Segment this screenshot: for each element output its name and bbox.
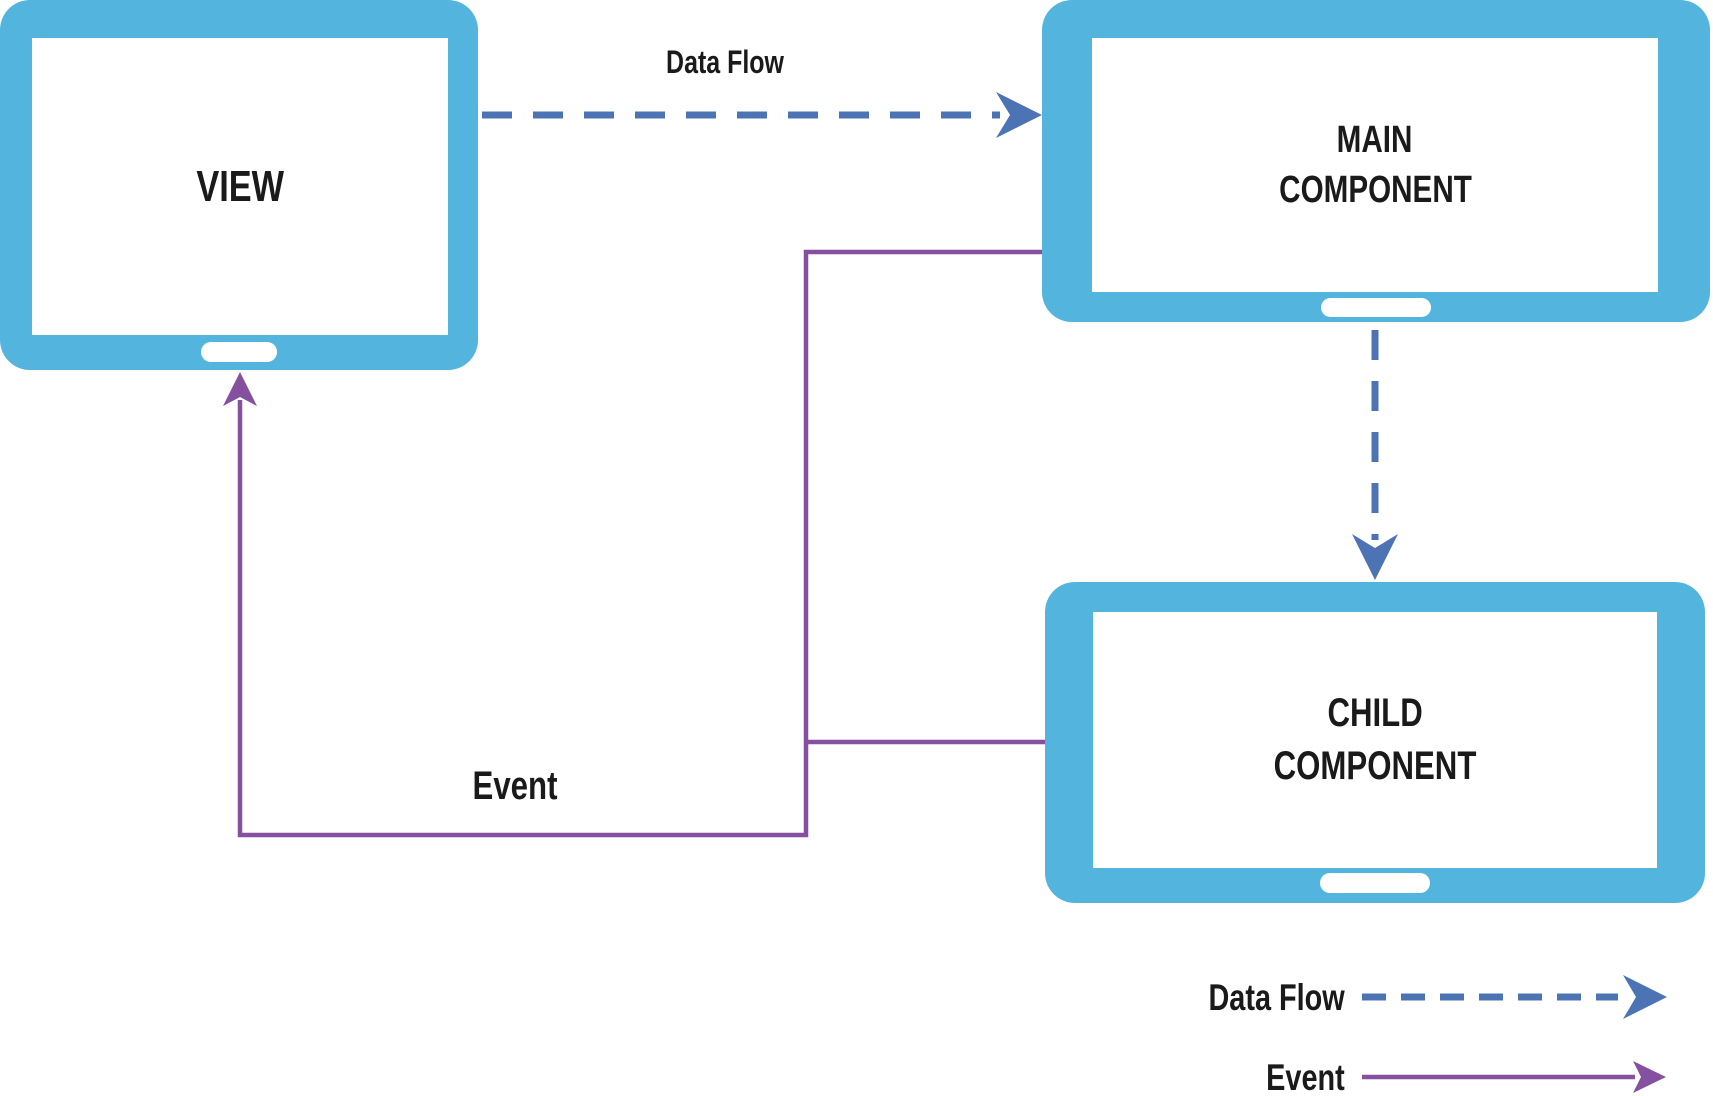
legend-data-flow-label-text: Data Flow bbox=[1208, 977, 1345, 1018]
child-component-label: CHILD COMPONENT bbox=[1245, 687, 1505, 793]
data-flow-view-to-main-arrowhead-icon bbox=[996, 92, 1042, 138]
event-edge-label-text: Event bbox=[472, 764, 558, 808]
view-tablet: VIEW bbox=[0, 0, 478, 370]
legend-event-label: Event bbox=[1244, 1057, 1345, 1096]
main-component-tablet: MAIN COMPONENT bbox=[1042, 0, 1710, 322]
main-component-label: MAIN COMPONENT bbox=[1252, 115, 1499, 215]
event-path-line bbox=[237, 249, 1042, 838]
child-component-tablet: CHILD COMPONENT bbox=[1045, 582, 1705, 903]
event-arrowhead-icon bbox=[223, 372, 257, 406]
main-component-label-line1: MAIN bbox=[1337, 119, 1413, 161]
data-flow-edge-label: Data Flow bbox=[649, 44, 800, 81]
child-component-label-line2: COMPONENT bbox=[1273, 744, 1477, 788]
view-label: VIEW bbox=[184, 162, 296, 212]
view-screen: VIEW bbox=[32, 38, 448, 335]
child-component-home-button-icon bbox=[1320, 873, 1430, 893]
child-component-screen: CHILD COMPONENT bbox=[1093, 612, 1657, 868]
data-flow-main-to-child-arrowhead-icon bbox=[1352, 534, 1398, 580]
legend-event-label-text: Event bbox=[1266, 1057, 1345, 1096]
legend-event-arrowhead-icon bbox=[1633, 1061, 1666, 1093]
legend-data-flow-arrowhead-icon bbox=[1623, 975, 1667, 1019]
main-component-label-line2: COMPONENT bbox=[1278, 169, 1472, 211]
child-component-label-line1: CHILD bbox=[1327, 691, 1423, 735]
legend-data-flow-label: Data Flow bbox=[1170, 977, 1345, 1019]
view-home-button-icon bbox=[201, 342, 277, 362]
view-label-text: VIEW bbox=[196, 161, 284, 211]
data-flow-edge-label-text: Data Flow bbox=[666, 44, 784, 80]
event-edge-label: Event bbox=[461, 764, 570, 809]
main-component-screen: MAIN COMPONENT bbox=[1092, 38, 1658, 292]
main-component-home-button-icon bbox=[1321, 298, 1431, 317]
